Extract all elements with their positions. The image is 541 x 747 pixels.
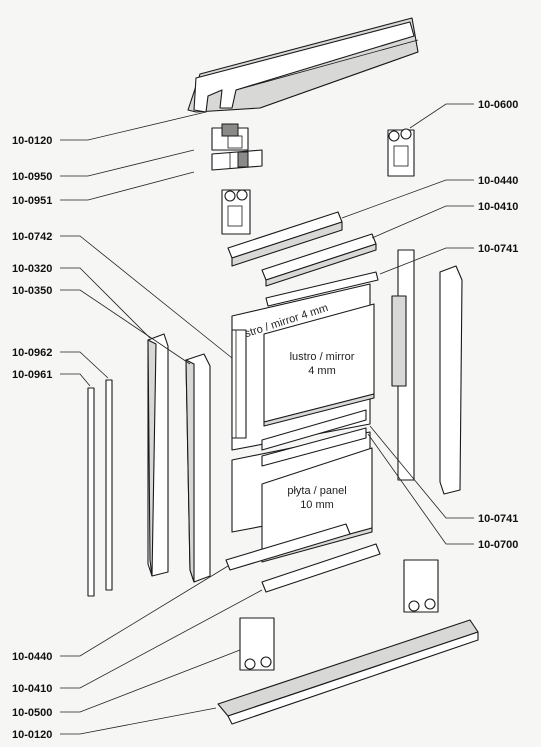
panel-label-2: 10 mm [300, 499, 334, 511]
top-roller-pad [211, 149, 263, 171]
label-seal-1: 10-0962 [12, 347, 52, 359]
label-rail-upper-2: 10-0410 [478, 201, 518, 213]
panel-label-1: płyta / panel [287, 485, 346, 497]
label-rail-upper-1: 10-0440 [478, 175, 518, 187]
upper-rail-2 [261, 233, 377, 287]
label-roller-top: 10-0950 [12, 171, 52, 183]
right-profile-b [439, 265, 463, 495]
lower-rail-1 [225, 523, 351, 571]
label-top-rail: 10-0120 [12, 135, 52, 147]
vertical-profile-b [185, 353, 211, 583]
bottom-roller-left [239, 617, 275, 671]
label-vertical-profile-2: 10-0350 [12, 285, 52, 297]
label-bottom-roller: 10-0500 [12, 707, 52, 719]
divider-bar [265, 271, 379, 307]
label-side-profile-left: 10-0742 [12, 231, 52, 243]
label-top-guide-right: 10-0600 [478, 99, 518, 111]
middle-connectors [261, 409, 367, 467]
top-guide-right [387, 128, 415, 177]
lower-rail-2 [261, 543, 381, 593]
bottom-rail [217, 619, 479, 725]
label-rail-lower-1: 10-0440 [12, 651, 52, 663]
label-connector-profile: 10-0700 [478, 539, 518, 551]
label-seal-2: 10-0961 [12, 369, 52, 381]
vertical-profile-a [147, 333, 169, 577]
side-profile-left [231, 329, 247, 439]
label-vertical-profile-1: 10-0320 [12, 263, 52, 275]
label-divider-profile-lower: 10-0741 [478, 513, 518, 525]
mirror-label-1: lustro / mirror [290, 351, 355, 363]
label-bottom-rail: 10-0120 [12, 729, 52, 741]
leader-lines [60, 103, 474, 735]
seal-a [105, 379, 113, 591]
top-rail [187, 17, 419, 113]
mirror-label-2: 4 mm [308, 365, 336, 377]
seal-b [87, 387, 95, 597]
mirror-panel [263, 303, 375, 427]
mid-roller [221, 189, 251, 235]
upper-rail-1 [227, 211, 343, 267]
bottom-roller-right [403, 559, 439, 613]
label-roller-top-pad: 10-0951 [12, 195, 52, 207]
top-roller [211, 123, 249, 151]
label-divider-profile: 10-0741 [478, 243, 518, 255]
right-profile-a [391, 249, 415, 481]
label-rail-lower-2: 10-0410 [12, 683, 52, 695]
